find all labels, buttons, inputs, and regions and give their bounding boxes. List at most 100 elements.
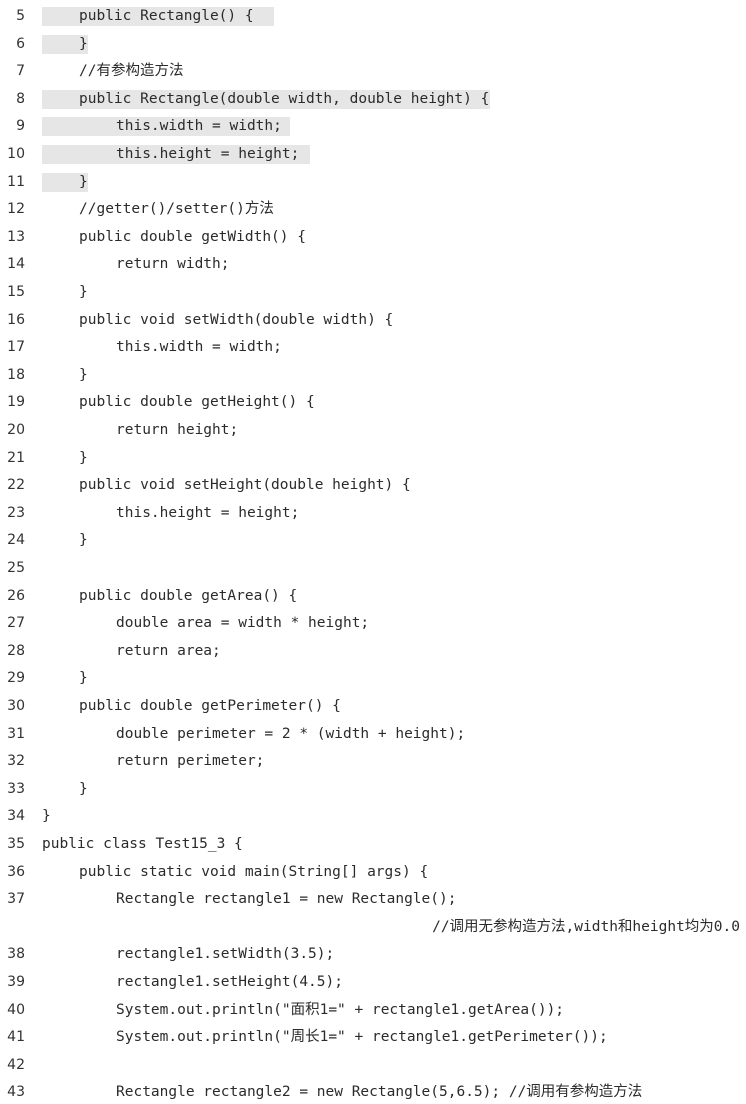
code-line: 10 this.height = height; xyxy=(0,142,746,166)
line-number: 28 xyxy=(7,642,25,659)
code-line: 15} xyxy=(0,280,746,304)
line-number: 35 xyxy=(7,836,25,852)
code-line: 20 return height; xyxy=(0,418,746,442)
line-number: 30 xyxy=(7,698,25,714)
code-text: public void setWidth(double width) { xyxy=(79,311,394,328)
line-highlight xyxy=(42,7,274,26)
code-text: } xyxy=(79,532,88,549)
line-number: 34 xyxy=(7,808,25,825)
code-line: 17 this.width = width; xyxy=(0,335,746,359)
line-number: 33 xyxy=(7,780,25,797)
code-line: 22 public void setHeight(double height) { xyxy=(0,473,746,497)
line-number: 25 xyxy=(7,560,25,576)
line-number: 15 xyxy=(7,284,25,300)
line-number: 7 xyxy=(16,63,25,80)
line-number: 23 xyxy=(7,504,25,521)
line-number: 6 xyxy=(16,35,25,52)
code-text: public class Test15_3 { xyxy=(42,836,243,852)
line-number: 31 xyxy=(7,725,25,742)
code-line: 18} xyxy=(0,363,746,387)
line-number: 42 xyxy=(7,1056,25,1073)
line-number: 26 xyxy=(7,587,25,604)
line-number: 11 xyxy=(7,173,25,190)
code-line: 5 public Rectangle() { xyxy=(0,4,746,28)
line-number: 32 xyxy=(7,753,25,770)
code-line: 26 public double getArea() { xyxy=(0,584,746,608)
code-line: 30 public double getPerimeter() { xyxy=(0,694,746,718)
code-line: 42 xyxy=(0,1053,746,1077)
code-text: System.out.println("周长1=" + rectangle1.g… xyxy=(116,1029,608,1046)
line-number: 21 xyxy=(7,449,25,466)
line-number: 22 xyxy=(7,477,25,494)
line-number: 18 xyxy=(7,366,25,383)
line-number: 20 xyxy=(7,422,25,438)
code-line: 25 xyxy=(0,556,746,580)
line-number: 5 xyxy=(16,8,25,24)
code-text: public double getWidth() { xyxy=(79,228,306,245)
line-number: 10 xyxy=(7,146,25,162)
code-text: this.width = width; xyxy=(116,339,282,356)
code-text: public double getHeight() { xyxy=(79,394,315,411)
line-number: 16 xyxy=(7,311,25,328)
code-text: } xyxy=(79,670,88,687)
code-line: 24} xyxy=(0,528,746,552)
code-text: //有参构造方法 xyxy=(79,63,184,80)
code-text: } xyxy=(79,780,88,797)
code-line: 13 public double getWidth() { xyxy=(0,225,746,249)
line-highlight xyxy=(42,89,490,109)
code-text: double area = width * height; xyxy=(116,615,370,632)
code-line: 6} xyxy=(0,32,746,56)
line-number: 17 xyxy=(7,339,25,356)
code-text: //getter()/setter()方法 xyxy=(79,201,274,218)
code-line: 32 return perimeter; xyxy=(0,749,746,773)
code-line: 14 return width; xyxy=(0,252,746,276)
line-number: 14 xyxy=(7,256,25,273)
code-line: 31 double perimeter = 2 * (width + height… xyxy=(0,722,746,746)
code-text: } xyxy=(79,366,88,383)
code-comment: //调用无参构造方法,width和height均为0.0 xyxy=(432,918,740,935)
code-text: public Rectangle() { xyxy=(79,8,254,24)
code-text: } xyxy=(79,449,88,466)
code-text: public static void main(String[] args) { xyxy=(79,863,429,880)
line-number: 40 xyxy=(7,1001,25,1018)
code-line: //调用无参构造方法,width和height均为0.0 xyxy=(0,915,746,939)
code-text: this.width = width; xyxy=(116,118,282,135)
code-text: } xyxy=(79,173,88,190)
line-number: 41 xyxy=(7,1029,25,1046)
line-number: 12 xyxy=(7,201,25,218)
code-text: return perimeter; xyxy=(116,753,265,770)
code-line: 16 public void setWidth(double width) { xyxy=(0,308,746,332)
line-number: 38 xyxy=(7,946,25,963)
code-text: double perimeter = 2 * (width + height); xyxy=(116,725,466,742)
line-number: 8 xyxy=(16,90,25,107)
code-text: return width; xyxy=(116,256,230,273)
code-text: } xyxy=(79,284,88,300)
line-highlight xyxy=(42,34,88,54)
code-line: 41 System.out.println("周长1=" + rectangle1… xyxy=(0,1025,746,1049)
line-number: 36 xyxy=(7,863,25,880)
line-number: 43 xyxy=(7,1084,25,1101)
code-line: 38 rectangle1.setWidth(3.5); xyxy=(0,942,746,966)
code-text: } xyxy=(42,808,51,825)
code-text: public double getPerimeter() { xyxy=(79,698,341,714)
code-text: this.height = height; xyxy=(116,146,300,162)
code-text: return height; xyxy=(116,422,239,438)
line-number: 37 xyxy=(7,891,25,908)
code-text: rectangle1.setWidth(3.5); xyxy=(116,946,335,963)
code-line: 11} xyxy=(0,170,746,194)
code-text: public void setHeight(double height) { xyxy=(79,477,411,494)
line-highlight xyxy=(42,172,88,192)
line-number: 13 xyxy=(7,228,25,245)
code-line: 34} xyxy=(0,804,746,828)
code-line: 35 public class Test15_3 { xyxy=(0,832,746,856)
code-text: this.height = height; xyxy=(116,504,300,521)
line-number: 27 xyxy=(7,615,25,632)
code-text: public double getArea() { xyxy=(79,587,298,604)
